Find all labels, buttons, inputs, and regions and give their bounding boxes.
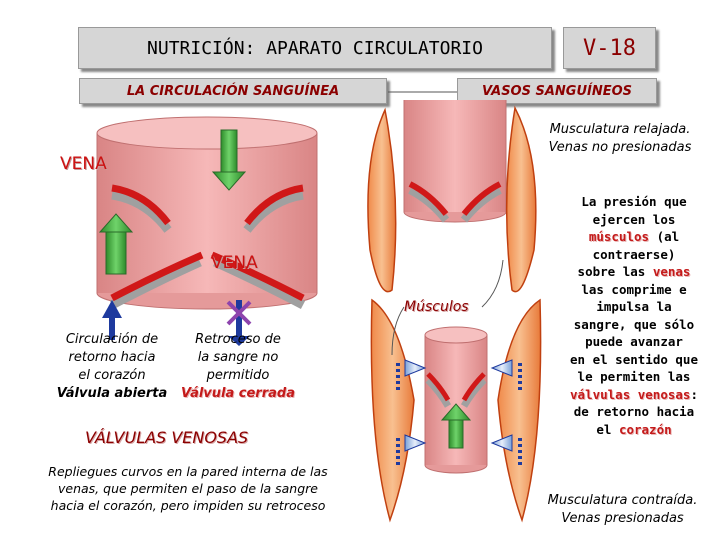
left-subtitle: LA CIRCULACIÓN SANGUÍNEA: [79, 78, 387, 104]
muscle-left-relaxed: [367, 107, 397, 293]
muscle-right-relaxed: [505, 105, 537, 293]
right-subtitle: VASOS SANGUÍNEOS: [457, 78, 657, 104]
pressure-arrows: [396, 359, 522, 466]
vein-valves: [109, 184, 306, 309]
open-caption: Circulación de retorno hacia el corazón …: [42, 331, 182, 403]
vena-label-mid: VENA: [211, 253, 258, 273]
vena-label-top: VENA: [60, 154, 107, 174]
page-title: NUTRICIÓN: APARATO CIRCULATORIO: [78, 27, 552, 69]
closed-valve-label: Válvula cerrada: [181, 386, 295, 401]
cross-icon: [226, 300, 252, 346]
page-code: V-18: [563, 27, 656, 69]
muscle-left-contracted: [370, 298, 415, 523]
relaxed-vein: [403, 100, 507, 223]
up-arrow-icon: [98, 213, 134, 275]
muscle-right-contracted: [497, 298, 542, 523]
open-valve-label: Válvula abierta: [56, 386, 168, 401]
vein-cylinder: [96, 116, 318, 310]
blood-flow-arrow-icon: [102, 300, 122, 340]
closed-caption: Retroceso de la sangre no permitido Válv…: [172, 331, 304, 403]
muscles-label: Músculos: [404, 299, 469, 315]
section-title: VÁLVULAS VENOSAS: [85, 428, 249, 447]
down-arrow-icon: [211, 129, 247, 191]
valve-description: Repliegues curvos en la pared interna de…: [48, 464, 328, 513]
contracted-caption: Musculatura contraída. Venas presionadas: [547, 493, 698, 526]
muscles-pointer: [391, 259, 504, 356]
explanation-text: La presión que ejercen los músculos (al …: [570, 194, 698, 437]
relaxed-caption: Musculatura relajada. Venas no presionad…: [548, 122, 692, 155]
pressed-vein: [424, 326, 488, 474]
